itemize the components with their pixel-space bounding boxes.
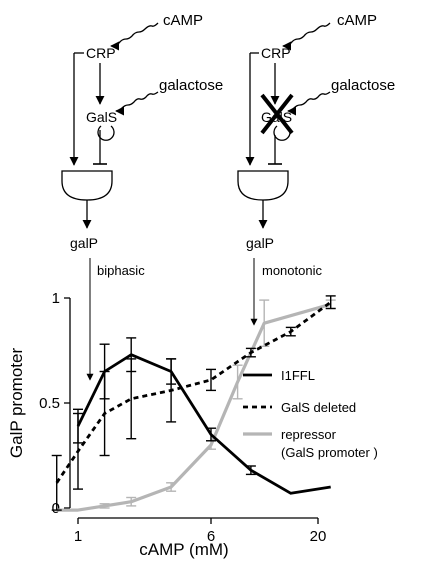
y-ticks: 00.51	[39, 290, 70, 517]
left-gals-label: GalS	[86, 109, 117, 125]
x-tick-label: 20	[310, 528, 327, 545]
legend-label: (GalS promoter )	[281, 445, 378, 460]
series-line	[76, 353, 331, 495]
left-camp-signal-arrow	[110, 22, 159, 51]
x-tick-label: 6	[207, 528, 215, 545]
left-galactose-signal-arrow	[115, 91, 159, 116]
right-crp-label: CRP	[261, 45, 291, 61]
left-galp-label: galP	[70, 235, 98, 251]
left-circuit: cAMP CRP galactose GalS galP biphasic	[61, 12, 223, 381]
deletion-cross-icon	[260, 93, 294, 135]
series-line	[56, 302, 332, 512]
legend-label: I1FFL	[281, 368, 315, 383]
left-gals-self-loop	[97, 125, 115, 141]
right-galp-label: galP	[246, 235, 274, 251]
left-annotation-label: biphasic	[97, 263, 145, 278]
right-galactose-label: galactose	[331, 77, 395, 94]
y-tick-label: 0	[52, 500, 60, 517]
y-tick-label: 0.5	[39, 395, 60, 412]
right-annotation-label: monotonic	[262, 263, 322, 278]
left-camp-label: cAMP	[163, 12, 203, 29]
y-tick-label: 1	[52, 290, 60, 307]
right-camp-label: cAMP	[337, 12, 377, 29]
right-circuit: cAMP CRP galactose GalS galP monotonic	[237, 12, 395, 326]
x-tick-label: 1	[74, 528, 82, 545]
right-and-gate	[237, 170, 289, 201]
series-layer	[51, 295, 336, 512]
series-0	[73, 337, 331, 495]
right-galactose-signal-arrow	[287, 91, 331, 116]
legend-label: GalS deleted	[281, 400, 356, 415]
y-axis-label: GalP promoter	[7, 348, 26, 459]
x-axis-label: cAMP (mM)	[139, 540, 228, 559]
legend: I1FFL GalS deleted repressor (GalS promoter…	[243, 368, 378, 460]
left-galactose-label: galactose	[159, 77, 223, 94]
series-line	[55, 301, 332, 484]
right-camp-signal-arrow	[282, 22, 331, 51]
left-crp-label: CRP	[86, 45, 116, 61]
legend-label: repressor	[281, 427, 337, 442]
left-and-gate	[61, 170, 113, 201]
